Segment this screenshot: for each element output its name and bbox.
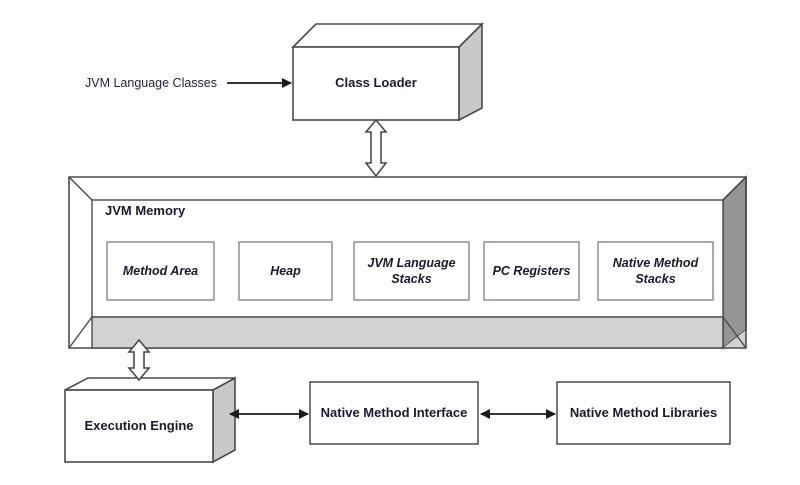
connector-class-loader-to-jvm-memory [364, 118, 388, 178]
memory-region-box [483, 241, 580, 301]
memory-region-box [238, 241, 333, 301]
memory-region-box [353, 241, 470, 301]
memory-region-box [106, 241, 215, 301]
native-method-interface-box [309, 381, 479, 445]
class-loader-box[interactable] [291, 22, 484, 122]
memory-region-box [597, 241, 714, 301]
memory-region-boxes [106, 241, 714, 301]
connector-jvm-memory-to-execution-engine [127, 338, 151, 382]
native-method-libraries-box [556, 381, 731, 445]
execution-engine-box[interactable] [64, 376, 236, 464]
